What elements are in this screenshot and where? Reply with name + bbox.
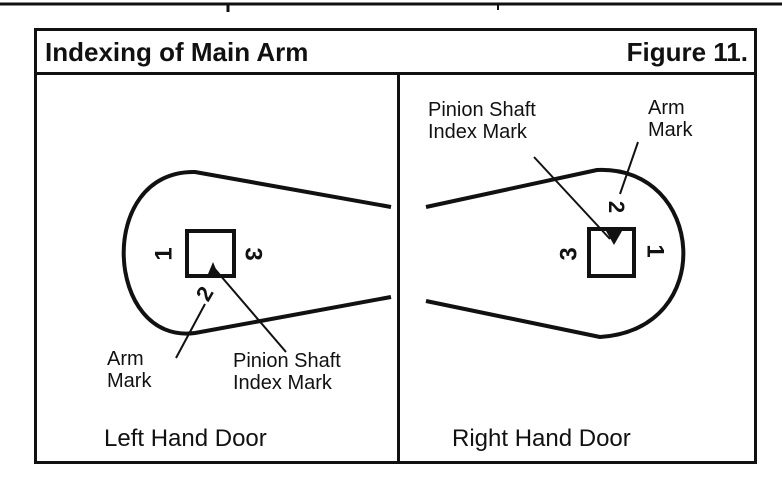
right-panel-caption: Right Hand Door [452, 425, 631, 452]
left-pinion-label-line1: Pinion Shaft [233, 350, 341, 372]
left-panel-caption: Left Hand Door [104, 425, 267, 452]
panel-divider [397, 75, 400, 461]
left-arm-mark-label: Arm Mark [107, 348, 151, 392]
right-arm-mark-label-line1: Arm [648, 97, 685, 119]
left-arm-mark-leader [175, 303, 206, 359]
right-pinion-label-line2: Index Mark [428, 121, 527, 143]
left-arm-mark-label-line2: Mark [107, 370, 152, 392]
figure-header: Indexing of Main Arm Figure 11. [37, 31, 754, 75]
left-pinion-label: Pinion Shaft Index Mark [233, 350, 341, 394]
right-arm-mark-leader [619, 141, 639, 195]
figure-number: Figure 11. [626, 37, 748, 67]
left-index-3: 3 [239, 247, 267, 261]
right-pinion-leader [533, 156, 611, 240]
left-arm-mark-label-line1: Arm [107, 348, 144, 370]
right-pinion-index-mark [606, 231, 622, 245]
right-arm-mark-label: Arm Mark [648, 97, 692, 141]
right-index-1: 1 [641, 244, 669, 258]
right-index-2: 2 [604, 200, 630, 214]
figure-title: Indexing of Main Arm [45, 37, 309, 67]
left-pinion-label-line2: Index Mark [233, 372, 332, 394]
left-pinion-square [185, 229, 236, 278]
left-arm-outline [121, 169, 392, 336]
right-index-3: 3 [555, 247, 583, 261]
figure-frame: Indexing of Main Arm Figure 11. [34, 28, 757, 464]
right-pinion-label-line1: Pinion Shaft [428, 99, 536, 121]
right-pinion-square [587, 227, 636, 278]
right-pinion-label: Pinion Shaft Index Mark [428, 99, 536, 143]
top-border-line [0, 2, 782, 12]
left-pinion-leader [213, 267, 287, 353]
left-index-1: 1 [150, 247, 178, 261]
right-arm-mark-label-line2: Mark [648, 119, 693, 141]
